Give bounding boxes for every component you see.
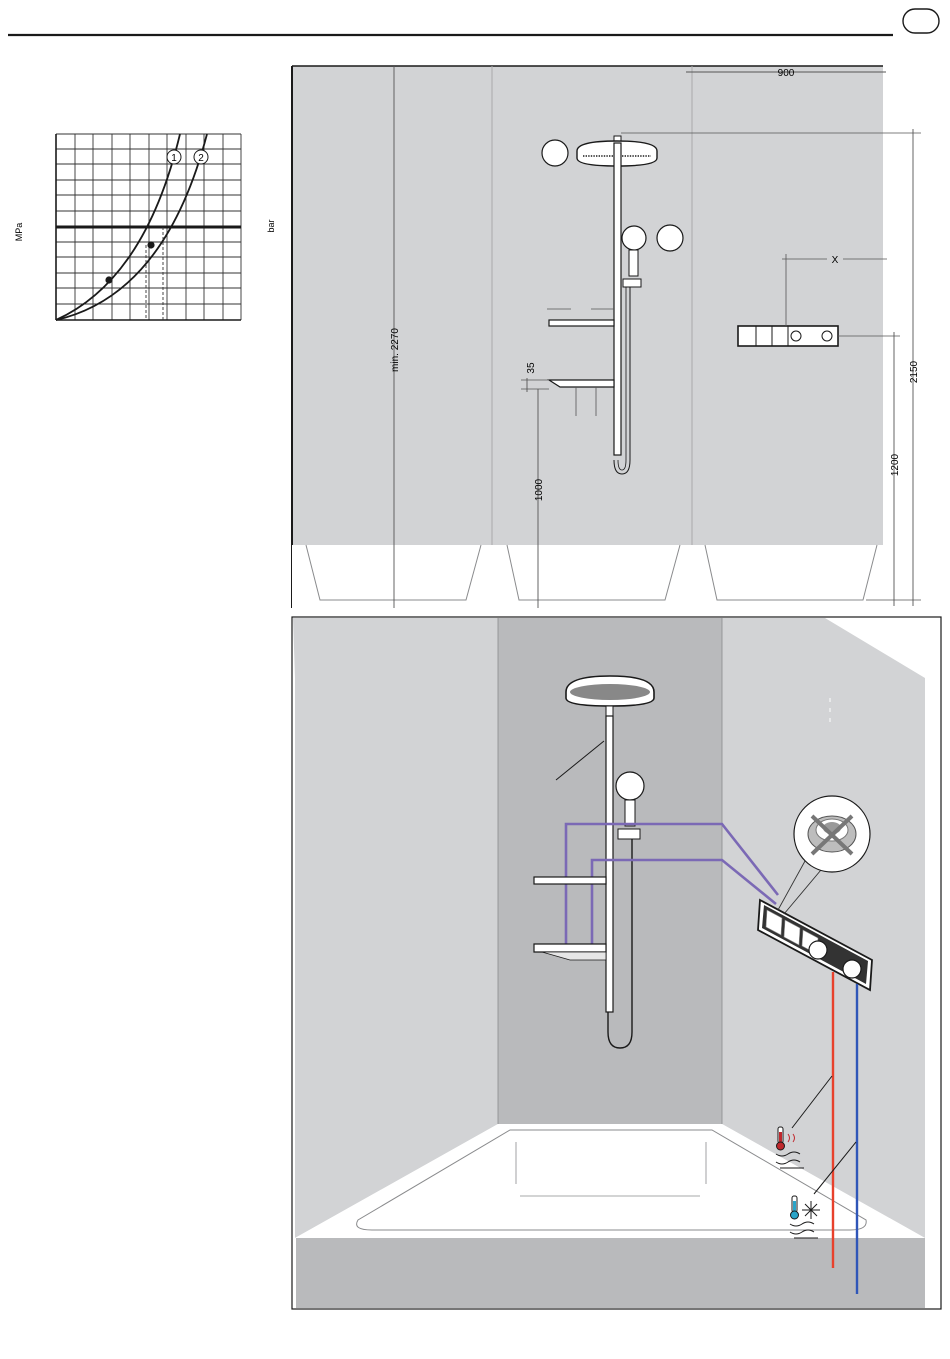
width-dimension: 900 xyxy=(778,68,795,79)
shelf-gap-dimension: 35 xyxy=(526,362,537,374)
front-elevation: 900 min. 2270 35 1000 xyxy=(0,0,950,612)
thermostat-panel xyxy=(738,326,838,346)
callout-overhead xyxy=(542,140,568,166)
perspective-view xyxy=(0,612,950,1312)
riser-rail xyxy=(614,143,621,455)
mixer-offset-dimension: X xyxy=(832,255,839,266)
min-height-dimension: min. 2270 xyxy=(390,328,401,372)
perspective-riser-rail xyxy=(606,716,613,1012)
callout-hand-shower xyxy=(657,225,683,251)
elevation-bathtub xyxy=(292,545,883,608)
shower-height-dimension: 2150 xyxy=(909,360,920,383)
perspective-upper-shelf xyxy=(534,877,606,884)
shelf-height-dimension: 1000 xyxy=(534,478,545,501)
mixer-height-dimension: 1200 xyxy=(890,453,901,476)
